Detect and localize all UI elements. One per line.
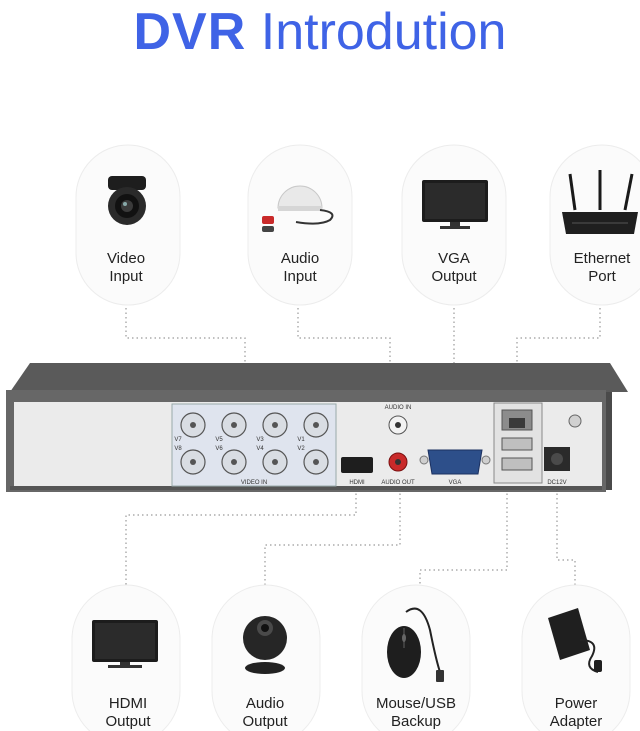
ground-screw: [568, 414, 582, 428]
audio-in-label: AUDIO IN: [385, 405, 412, 411]
connector-power-adapter: [556, 480, 576, 590]
power-adapter-label-line2: Adapter: [550, 713, 603, 730]
channel-label-v8: V8: [174, 446, 182, 452]
tv-icon: [92, 620, 158, 668]
audio-input-label-line2: Input: [283, 268, 317, 285]
monitor-icon: [422, 180, 488, 229]
channel-label-v7: V7: [174, 437, 182, 443]
ethernet-port-label-line2: Port: [588, 268, 616, 285]
vga-output-label-line2: Output: [431, 268, 477, 285]
dvr-unit: V7 V5 V3 V1 V8 V6 V4 V2 VIDEO IN HDMI AU…: [6, 363, 628, 492]
connector-video-input: [125, 308, 246, 405]
connector-ethernet-port: [516, 308, 601, 405]
mouse-usb-label-line2: Backup: [391, 713, 441, 730]
audio-output-label-line2: Output: [242, 713, 288, 730]
camera-icon: [108, 176, 146, 225]
title-bold: DVR: [133, 3, 247, 61]
hdmi-output-label-line2: Output: [105, 713, 151, 730]
video-input-label-line2: Input: [109, 268, 143, 285]
mouse-icon: [387, 607, 444, 682]
connector-audio-input: [297, 308, 391, 405]
channel-label-v3: V3: [256, 437, 264, 443]
router-icon: [562, 170, 638, 234]
connector-audio-output: [264, 480, 401, 590]
audio-out-label: AUDIO OUT: [381, 480, 415, 486]
channel-label-v6: V6: [215, 446, 223, 452]
title-rest: Introdution: [260, 3, 507, 61]
hdmi-port: [341, 457, 373, 473]
vga-port: [427, 449, 483, 475]
dc-label: DC12V: [547, 480, 566, 486]
power-adapter-icon: [548, 608, 602, 673]
connector-lines: [125, 308, 601, 590]
channel-label-v2: V2: [297, 446, 305, 452]
video-in-label: VIDEO IN: [241, 480, 267, 486]
mouse-usb-label-line1: Mouse/USB: [376, 695, 456, 712]
top-item-audio-input: [247, 144, 353, 306]
usb-port-1: [501, 437, 533, 451]
hdmi-output-label-line1: HDMI: [109, 695, 147, 712]
connector-hdmi-output: [125, 480, 357, 590]
ethernet-port-label-line1: Ethernet: [574, 250, 632, 267]
hdmi-port-label: HDMI: [349, 480, 365, 486]
vga-output-label-line1: VGA: [438, 250, 470, 267]
usb-port-2: [501, 457, 533, 471]
connector-mouse-usb: [419, 480, 508, 590]
channel-label-v5: V5: [215, 437, 223, 443]
speaker-icon: [243, 616, 287, 674]
audio-output-label-line1: Audio: [246, 695, 284, 712]
channel-label-v1: V1: [297, 437, 305, 443]
page-title: DVR Introdution: [0, 0, 640, 68]
top-item-video-input: [75, 144, 181, 306]
power-adapter-label-line1: Power: [555, 695, 598, 712]
channel-label-v4: V4: [256, 446, 264, 452]
video-input-label-line1: Video: [107, 250, 145, 267]
microphone-icon: [262, 185, 334, 232]
audio-input-label-line1: Audio: [281, 250, 319, 267]
vga-port-label: VGA: [449, 480, 462, 486]
